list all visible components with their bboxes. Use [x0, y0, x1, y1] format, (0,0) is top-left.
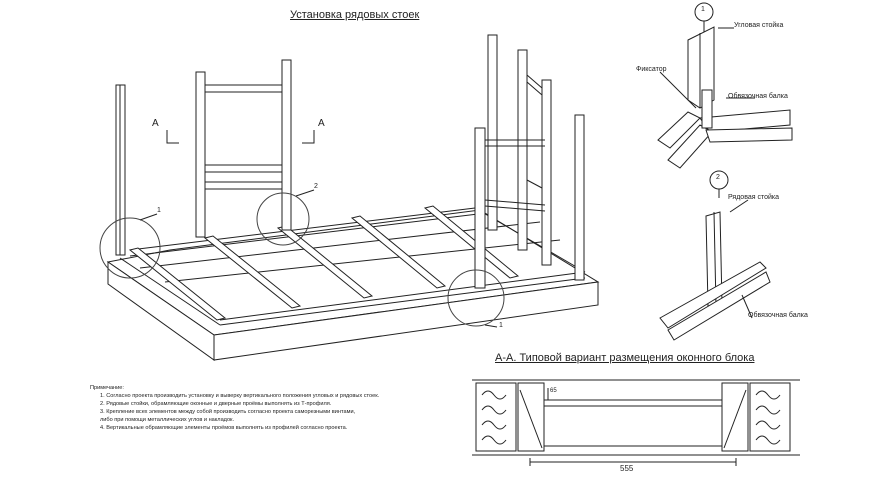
- section-mark-left: А: [152, 118, 159, 129]
- note-item: 1. Согласно проекта производить установк…: [100, 393, 380, 399]
- callout-label-1b: 1: [499, 322, 503, 329]
- callout-label-2: 2: [314, 183, 318, 190]
- note-item: либо при помощи металлических углов и на…: [100, 417, 235, 423]
- dimension-width: 555: [620, 464, 634, 473]
- notes-block: Примечание: 1. Согласно проекта производ…: [90, 384, 450, 432]
- dimension-height: 65: [550, 388, 557, 394]
- section-arrow-left: [166, 130, 179, 144]
- drawing-title: Установка рядовых стоек: [290, 9, 420, 21]
- section-arrow-right: [302, 130, 315, 144]
- callout-label-1a: 1: [157, 207, 161, 214]
- callout-circle-1b: [447, 269, 505, 327]
- note-item: 4. Вертикальные обрамляющие элементы про…: [100, 425, 348, 431]
- detail-1-corner: [657, 2, 793, 169]
- label-strap-beam-1: Обвязочная балка: [728, 93, 788, 100]
- note-item: 3. Крепление всех элементов между собой …: [100, 409, 356, 415]
- label-corner-post: Угловая стойка: [734, 22, 784, 29]
- detail-2-row-post: [659, 170, 771, 341]
- label-clamp: Фиксатор: [636, 66, 667, 73]
- label-strap-beam-2: Обвязочная балка: [748, 312, 808, 319]
- section-title: А-А. Типовой вариант размещения оконного…: [495, 352, 755, 364]
- section-aa: [472, 379, 800, 466]
- detail-1-number: 1: [701, 6, 705, 13]
- callout-circle-2: [256, 192, 310, 246]
- callout-circle-1a: [99, 217, 161, 279]
- label-row-post: Рядовая стойка: [728, 194, 780, 201]
- note-item: 2. Рядовые стойки, обрамляющие оконные и…: [100, 401, 332, 407]
- section-mark-right: А: [318, 118, 325, 129]
- wall-posts: [115, 34, 585, 289]
- notes-heading: Примечание:: [90, 385, 124, 391]
- detail-2-number: 2: [716, 174, 720, 181]
